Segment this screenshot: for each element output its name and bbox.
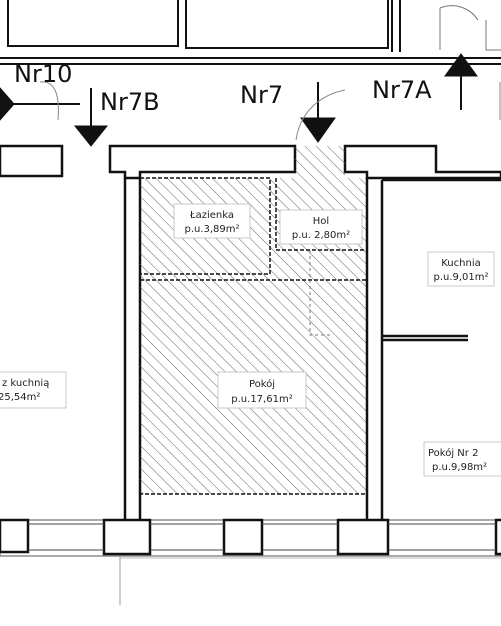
- room-label-lazienka: Łazienka p.u.3,89m²: [173, 203, 251, 239]
- room-label-pokoj: Pokój p.u.17,61m²: [217, 371, 307, 409]
- corridor-bottom-wall: [0, 144, 501, 180]
- unit-nr7-hatched: [139, 146, 368, 495]
- unit-label-nr7b: Nr7B: [100, 88, 160, 116]
- unit-label-nr10: Nr10: [14, 60, 72, 88]
- corridor-top-wall: [0, 57, 501, 65]
- room-label-pokoj-2: Pokój Nr 2 p.u.9,98m²: [423, 441, 501, 477]
- room-label-left: z kuchnią 25,54m²: [0, 371, 67, 409]
- room-name-kuchnia: Kuchnia: [441, 258, 480, 269]
- room-area-pokoj-2: p.u.9,98m²: [432, 462, 487, 473]
- bottom-external-wall: [0, 518, 501, 605]
- room-area-lazienka: p.u.3,89m²: [184, 224, 239, 235]
- arrow-nr7a: [444, 53, 478, 110]
- left-room-walls: [123, 178, 142, 520]
- door-arc-top-right: [439, 5, 501, 51]
- arrow-nr7b: [73, 88, 109, 147]
- arrow-nr7: [300, 82, 336, 143]
- room-label-hol: Hol p.u. 2,80m²: [279, 209, 363, 245]
- room-area-left: 25,54m²: [0, 392, 40, 403]
- room-name-pokoj-2: Pokój Nr 2: [428, 447, 478, 459]
- unit-label-nr7a: Nr7A: [372, 76, 432, 104]
- upper-rooms-outline: [7, 0, 401, 52]
- right-walls: [365, 178, 501, 520]
- room-name-lazienka: Łazienka: [189, 210, 234, 221]
- unit-label-nr7: Nr7: [240, 81, 283, 109]
- door-swing-lines: [39, 81, 501, 141]
- room-name-pokoj: Pokój: [249, 378, 275, 390]
- room-area-kuchnia: p.u.9,01m²: [433, 272, 488, 283]
- room-name-hol: Hol: [313, 216, 329, 227]
- room-name-left: z kuchnią: [2, 378, 49, 389]
- room-label-kuchnia: Kuchnia p.u.9,01m²: [427, 251, 495, 287]
- room-area-hol: p.u. 2,80m²: [292, 230, 350, 241]
- arrow-nr10: [0, 87, 80, 121]
- room-area-pokoj: p.u.17,61m²: [231, 394, 292, 405]
